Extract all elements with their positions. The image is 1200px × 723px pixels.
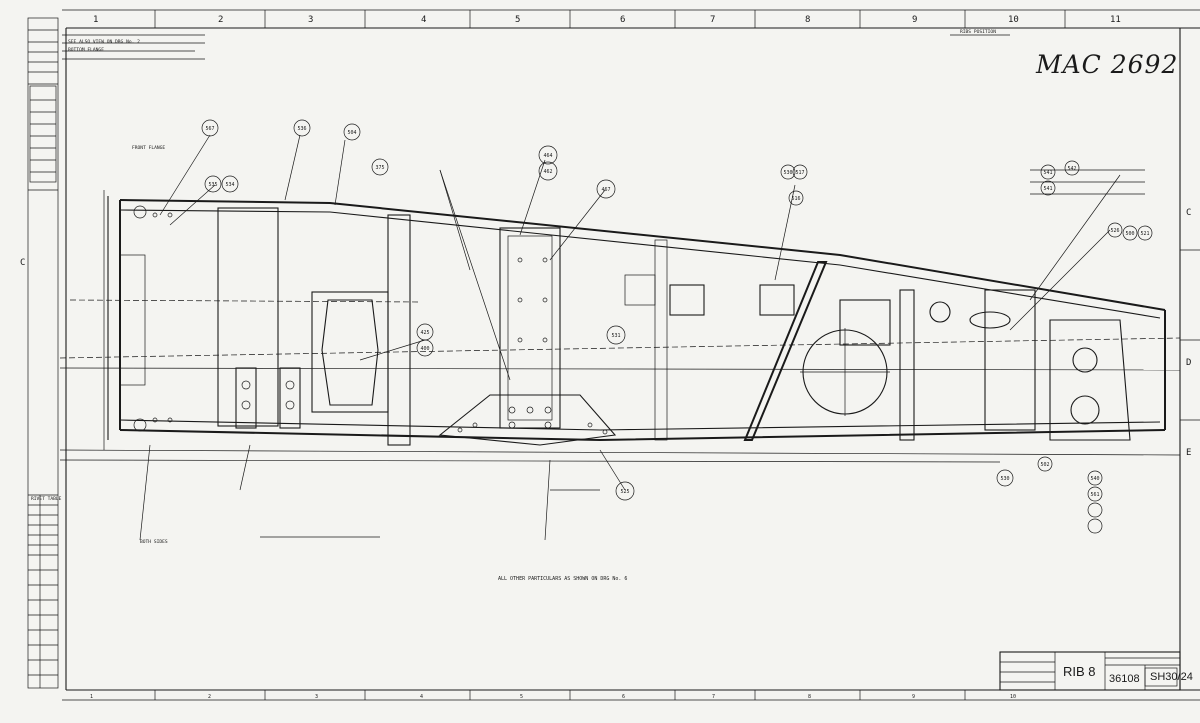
bottom-grid: 1 2 3 4 5 6 7 8 9 10 xyxy=(90,690,1016,700)
callout-400: 400 xyxy=(420,346,429,352)
ribs-position-label: RIBS POSITION xyxy=(960,30,996,35)
note-blocks xyxy=(260,169,1145,538)
drawing-title: RIB 8 xyxy=(1063,664,1096,679)
top-col-11: 11 xyxy=(1110,15,1121,25)
bottom-col-4: 4 xyxy=(420,694,423,700)
callout-500: 500 xyxy=(1125,231,1134,237)
upper-note-2: BOTTOM FLANGE xyxy=(68,48,104,53)
bottom-col-3: 3 xyxy=(315,694,318,700)
callout-561: 561 xyxy=(1090,492,1099,498)
callout-circles: 567 535 534 536 504 375 425 400 464 462 … xyxy=(201,119,1153,534)
top-col-1: 1 xyxy=(93,15,98,25)
callout-517: 517 xyxy=(795,170,804,176)
bottom-col-5: 5 xyxy=(520,694,523,700)
callout-516: 516 xyxy=(791,196,800,202)
row-letter-e-right: E xyxy=(1186,448,1191,458)
callout-526: 526 xyxy=(1110,228,1119,234)
callout-567: 567 xyxy=(205,126,214,132)
row-letter-d-right: D xyxy=(1186,358,1191,368)
top-col-6: 6 xyxy=(620,15,625,25)
callout-536: 536 xyxy=(297,126,306,132)
callout-535: 535 xyxy=(208,182,217,188)
callout-530b: 530 xyxy=(1000,476,1009,482)
top-col-2: 2 xyxy=(218,15,223,25)
callout-541b: 541 xyxy=(1043,186,1052,192)
sheet-number: SH30/24 xyxy=(1150,671,1193,683)
rib-details xyxy=(119,205,1131,446)
bottom-col-8: 8 xyxy=(808,694,811,700)
top-col-4: 4 xyxy=(421,15,426,25)
title-block xyxy=(999,651,1181,691)
callout-502: 502 xyxy=(1040,462,1049,468)
upper-note-1: SEE ALSO VIEW ON DRG No. 2 xyxy=(68,40,140,45)
bottom-col-7: 7 xyxy=(712,694,715,700)
callout-425: 425 xyxy=(420,330,429,336)
leader-lines xyxy=(139,134,1121,541)
bottom-col-6: 6 xyxy=(622,694,625,700)
fastener-marks xyxy=(152,212,608,435)
bottom-col-10: 10 xyxy=(1010,694,1016,700)
front-flange-note: FRONT FLANGE xyxy=(132,146,166,151)
top-col-5: 5 xyxy=(515,15,520,25)
callout-541: 541 xyxy=(1043,170,1052,176)
top-notes xyxy=(62,34,1010,60)
callout-462: 462 xyxy=(543,169,552,175)
callout-467: 467 xyxy=(601,187,610,193)
top-grid: 1 2 3 4 5 6 7 8 9 10 11 xyxy=(93,10,1121,28)
drawing-number: 36108 xyxy=(1109,673,1140,685)
top-col-7: 7 xyxy=(710,15,715,25)
top-col-8: 8 xyxy=(805,15,810,25)
row-letter-c-left: C xyxy=(20,258,25,268)
callout-521: 521 xyxy=(1140,231,1149,237)
callout-375: 375 xyxy=(375,165,384,171)
bottom-col-2: 2 xyxy=(208,694,211,700)
both-sides-note: BOTH SIDES xyxy=(140,540,168,545)
callout-504: 504 xyxy=(347,130,356,136)
callout-542: 542 xyxy=(1067,166,1076,172)
handwritten-reference: MAC 2692 xyxy=(1036,50,1179,79)
callout-464: 464 xyxy=(543,153,552,159)
callout-534: 534 xyxy=(225,182,234,188)
row-letter-c-right: C xyxy=(1186,208,1191,218)
bottom-col-1: 1 xyxy=(90,694,93,700)
row-letters: C D E C xyxy=(20,208,1200,458)
callout-540: 540 xyxy=(1090,476,1099,482)
bottom-note: ALL OTHER PARTICULARS AS SHOWN ON DRG No… xyxy=(498,576,628,582)
callout-530: 530 xyxy=(783,170,792,176)
top-col-3: 3 xyxy=(308,15,313,25)
rivet-table-label: RIVET TABLE xyxy=(31,497,62,502)
top-col-9: 9 xyxy=(912,15,917,25)
callout-525: 525 xyxy=(620,489,629,495)
bottom-col-9: 9 xyxy=(912,694,915,700)
revision-strip xyxy=(27,17,59,689)
top-col-10: 10 xyxy=(1008,15,1019,25)
callout-531: 531 xyxy=(611,333,620,339)
